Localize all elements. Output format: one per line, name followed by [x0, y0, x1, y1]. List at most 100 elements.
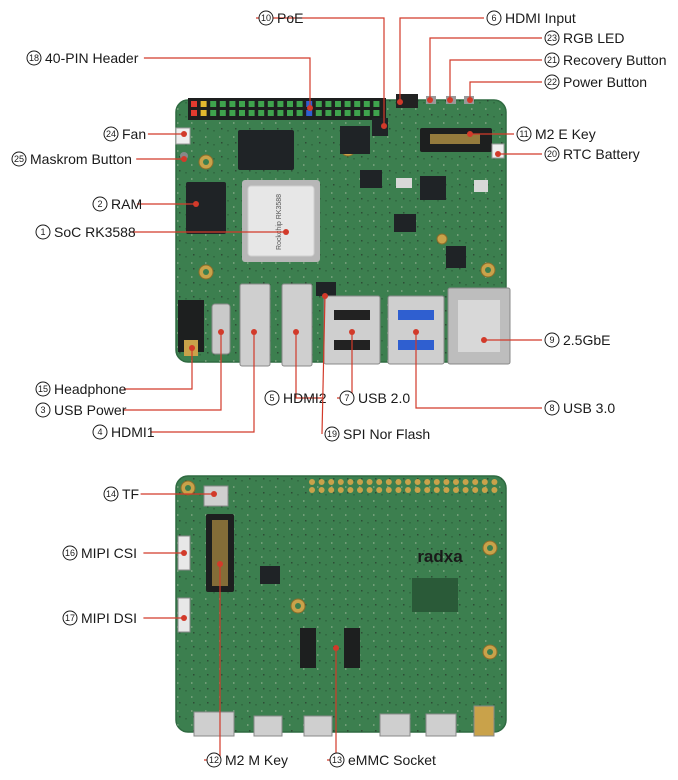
callout-number-badge — [62, 545, 78, 561]
callout-number: 20 — [547, 149, 557, 159]
gpio-pin — [344, 101, 351, 107]
leader-dot — [181, 156, 187, 162]
header-pad — [491, 479, 498, 485]
header-pad — [395, 479, 402, 485]
header-pad — [414, 479, 421, 485]
leader-line — [399, 17, 484, 102]
callout-label: 2.5GbE — [563, 332, 610, 348]
leader-line — [143, 57, 311, 108]
gpio-pin — [287, 101, 293, 107]
gpio-header — [188, 98, 386, 120]
callout-number: 17 — [65, 613, 75, 623]
callout-label: Fan — [122, 126, 146, 142]
leader-dot — [381, 123, 387, 129]
callout-number: 3 — [40, 405, 45, 415]
callout-label: Headphone — [54, 381, 127, 397]
header-pad — [376, 479, 383, 485]
gpio-pin — [229, 101, 236, 107]
header-pad — [337, 487, 344, 493]
header-pad — [376, 487, 383, 493]
callout-number-badge — [544, 74, 560, 90]
callout-number: 9 — [549, 335, 554, 345]
gpio-pin — [248, 110, 255, 116]
callout-number-badge — [544, 30, 560, 46]
callout-label: MIPI DSI — [81, 610, 137, 626]
leader-dot — [481, 337, 487, 343]
callout-number: 16 — [65, 548, 75, 558]
callout-number-badge — [486, 10, 502, 26]
callout-number-badge — [329, 752, 345, 768]
leader-dot — [467, 97, 473, 103]
spi-nor-chip — [316, 282, 336, 296]
callout-number-badge — [206, 752, 222, 768]
callout-number-badge — [544, 332, 560, 348]
gpio-pin — [296, 110, 303, 116]
header-pad — [481, 479, 488, 485]
board-top-view: Rockchip RK3588 — [175, 94, 511, 367]
leader-dot — [495, 151, 501, 157]
callout-number: 8 — [549, 403, 554, 413]
callout-label: RGB LED — [563, 30, 624, 46]
callout-number-badge — [26, 50, 42, 66]
callout-label: SPI Nor Flash — [343, 426, 430, 442]
header-pad — [462, 487, 469, 493]
gpio-pin — [315, 101, 322, 107]
gpio-pin — [239, 110, 245, 116]
gpio-pin — [210, 101, 217, 107]
soc-chip-marking: Rockchip RK3588 — [276, 194, 283, 250]
gpio-pin — [191, 101, 197, 107]
callout-label: M2 E Key — [535, 126, 596, 142]
header-pad — [366, 487, 373, 493]
header-pad — [462, 479, 469, 485]
gpio-pin — [239, 101, 245, 107]
hdmi1-connector — [239, 283, 271, 367]
callout-number-badge — [35, 224, 51, 240]
callout-label: HDMI2 — [283, 390, 327, 406]
gpio-pin — [229, 110, 236, 116]
callout-number-badge — [103, 486, 119, 502]
callout-label: Maskrom Button — [30, 151, 132, 167]
callout-number-badge — [35, 402, 51, 418]
header-pad — [453, 487, 459, 493]
leader-dot — [211, 491, 217, 497]
header-pad — [385, 479, 392, 485]
callout-number: 13 — [332, 755, 342, 765]
callout-number: 14 — [106, 489, 116, 499]
gpio-pin — [258, 110, 265, 116]
header-pad — [328, 479, 335, 485]
gpio-pin — [306, 110, 313, 116]
leader-dot — [467, 131, 473, 137]
gpio-pin — [248, 101, 255, 107]
gpio-pin — [296, 101, 303, 107]
callout-number-badge — [544, 400, 560, 416]
header-pad — [491, 487, 498, 493]
header-pad — [328, 487, 335, 493]
header-pad — [309, 479, 315, 485]
callout-label: USB 2.0 — [358, 390, 410, 406]
leader-dot — [283, 229, 289, 235]
gpio-pin — [325, 101, 332, 107]
bottom-edge-connectors — [193, 705, 495, 737]
callout-number: 23 — [547, 33, 557, 43]
header-pad — [337, 479, 344, 485]
callout-label: Recovery Button — [563, 52, 667, 68]
misc-components-bottom — [260, 566, 458, 612]
gpio-pin — [287, 110, 293, 116]
leader-line — [415, 332, 542, 409]
header-pad — [309, 487, 315, 493]
callout-number: 10 — [261, 13, 271, 23]
callout-number-badge — [103, 126, 119, 142]
callout-number: 25 — [14, 154, 24, 164]
mounting-holes-bottom — [180, 480, 498, 660]
gpio-pin — [363, 110, 370, 116]
